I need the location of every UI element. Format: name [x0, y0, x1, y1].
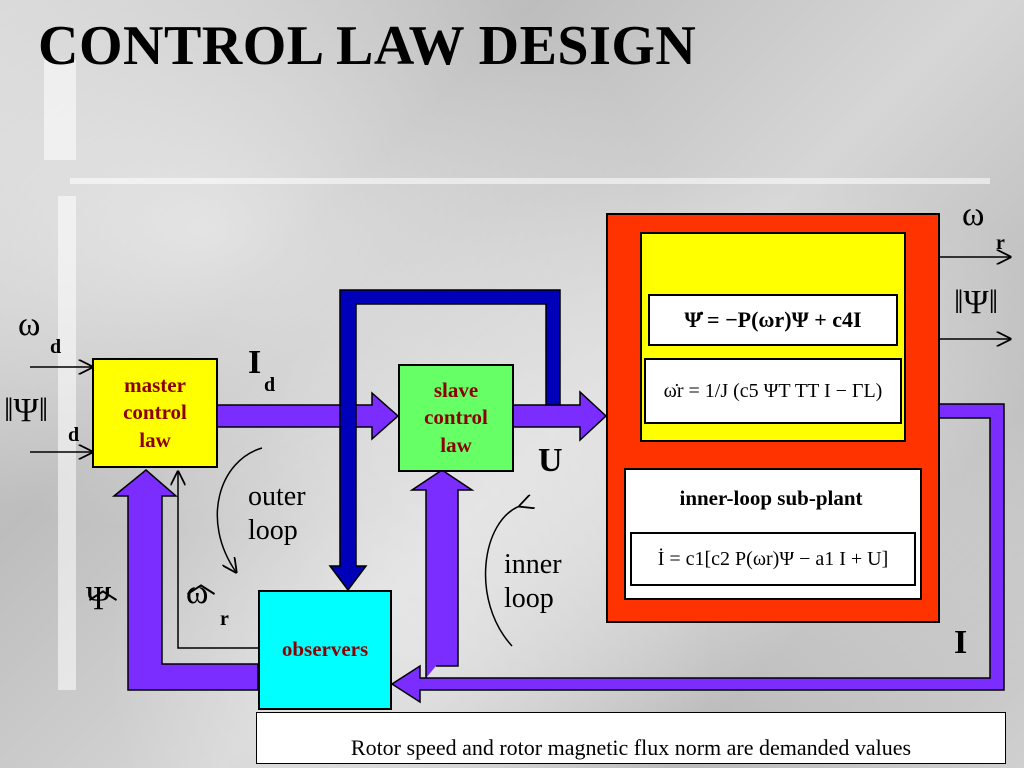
observers-to-slave-arrow — [409, 469, 475, 678]
omega-r-out-subscript: r — [996, 232, 1005, 254]
page-title: CONTROL LAW DESIGN — [38, 15, 697, 77]
caption-box: Rotor speed and rotor magnetic flux norm… — [256, 712, 1006, 764]
slave-label-1: slave — [433, 378, 479, 403]
current-equation: İ = c1[c2 P(ωr)Ψ − a1 I + U] — [630, 532, 916, 586]
omega-d-symbol: ω — [18, 306, 41, 343]
panel-line-top — [70, 178, 990, 184]
psi-hat-symbol: ︿ Ψ — [86, 573, 118, 617]
i-feedback-arrow — [390, 403, 1005, 704]
psi-out-glyph: Ψ — [963, 284, 989, 321]
id-symbol: I — [248, 344, 262, 381]
id-subscript: d — [264, 374, 276, 396]
observers-block: observers — [258, 590, 392, 710]
slave-label-3: law — [440, 432, 472, 457]
current-equation-text: İ = c1[c2 P(ωr)Ψ − a1 I + U] — [657, 547, 889, 570]
omega-r-hat-subscript: r — [220, 608, 229, 630]
psi-d-glyph: Ψ — [13, 392, 39, 429]
observers-to-master-arrow — [111, 469, 259, 691]
inner-loop-word-1: inner — [504, 549, 562, 580]
psi-hat-glyph: Ψ — [86, 580, 112, 617]
omega-r-out-symbol: ω — [962, 196, 985, 233]
panel-line-vertical — [58, 196, 76, 690]
inner-loop-label: inner loop — [504, 548, 562, 615]
inner-loop-curve — [484, 506, 520, 647]
speed-equation-text: ω̇r = 1/J (c5 ΨT TT I − ΓL) — [663, 379, 883, 402]
caption-text: Rotor speed and rotor magnetic flux norm… — [350, 735, 912, 760]
inner-loop-word-2: loop — [504, 582, 554, 614]
i-out-symbol: I — [954, 624, 968, 661]
master-label-2: control — [123, 400, 187, 425]
outer-loop-curve — [216, 447, 263, 572]
master-label-3: law — [139, 427, 171, 452]
outer-loop-word-1: outer — [248, 481, 306, 512]
slave-control-law-block: slave control law — [398, 364, 514, 472]
master-label-1: master — [124, 373, 186, 398]
u-to-observers-arrow — [328, 289, 561, 592]
psi-d-symbol: ‖Ψ‖ — [4, 392, 49, 429]
slave-label-2: control — [424, 405, 488, 430]
omega-r-hat-symbol: ︿ ω — [186, 567, 216, 611]
omega-r-feedback-line — [178, 472, 258, 649]
u-arrow — [509, 390, 608, 442]
omega-r-hat-glyph: ω — [186, 574, 209, 611]
psi-out-symbol: ‖Ψ‖ — [954, 284, 999, 321]
id-arrow — [213, 391, 400, 441]
outer-loop-word-2: loop — [248, 514, 298, 546]
psi-d-subscript: d — [68, 424, 80, 446]
speed-equation: ω̇r = 1/J (c5 ΨT TT I − ΓL) — [644, 358, 902, 424]
omega-d-subscript: d — [50, 336, 62, 358]
panel-line-title — [44, 60, 76, 160]
flux-equation: Ψ̇ = −P(ωr)Ψ + c4I — [648, 294, 898, 346]
master-control-law-block: master control law — [92, 358, 218, 468]
subplant-label: inner-loop sub-plant — [679, 486, 863, 510]
flux-equation-text: Ψ̇ = −P(ωr)Ψ + c4I — [684, 307, 862, 332]
u-symbol: U — [538, 442, 563, 479]
outer-loop-label: outer loop — [248, 480, 306, 547]
observers-label: observers — [281, 637, 369, 662]
